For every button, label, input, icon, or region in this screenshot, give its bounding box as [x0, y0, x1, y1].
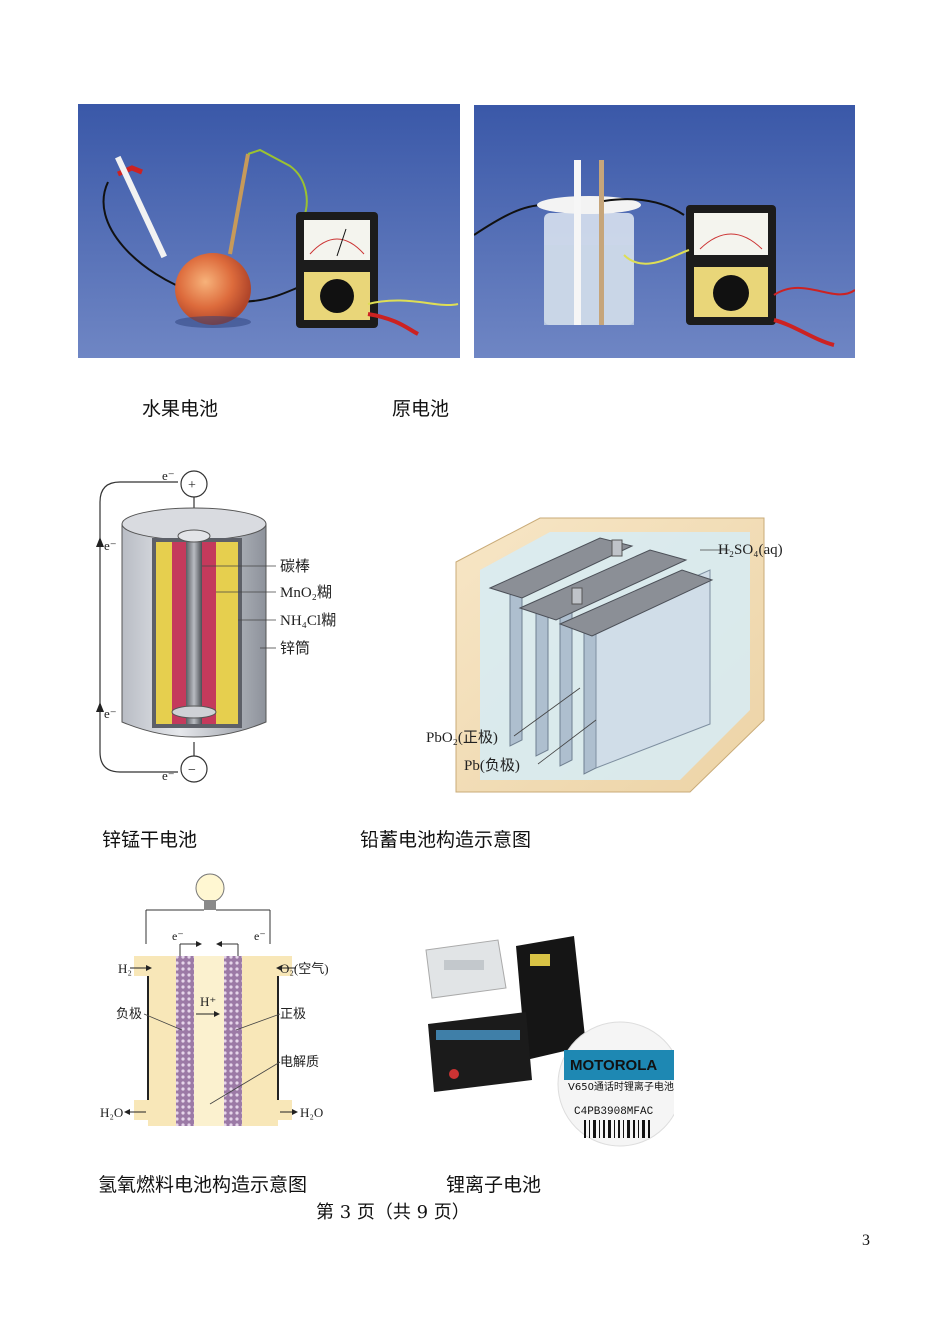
- caption-lithium-ion: 锂离子电池: [446, 1174, 542, 1196]
- o2-input-label: O₂(空气): [280, 961, 329, 976]
- page-number: 3: [862, 1232, 870, 1249]
- electrolyte-label: 电解质: [280, 1054, 319, 1069]
- electron-label-bottom: e⁻: [162, 768, 175, 783]
- electron-label-right: e⁻: [254, 929, 266, 943]
- mno2-paste-label: MnO₂糊: [280, 584, 332, 601]
- caption-lead-acid: 铅蓄电池构造示意图: [360, 829, 532, 851]
- motorola-brand-text: MOTOROLA: [570, 1057, 657, 1074]
- caption-zinc-manganese: 锌锰干电池: [102, 829, 198, 851]
- h2so4-label: H₂SO₄(aq): [718, 542, 783, 558]
- electron-label-top: e⁻: [162, 468, 175, 483]
- page-footer: 第 3 页（共 9 页）: [316, 1202, 470, 1223]
- caption-fuel-cell: 氢氧燃料电池构造示意图: [98, 1174, 308, 1196]
- electron-label-left: e⁻: [172, 929, 184, 943]
- positive-electrode-label: 正极: [280, 1006, 306, 1021]
- zinc-manganese-diagram: e⁻ + − e⁻ e⁻ e⁻ 碳棒 MnO₂糊 NH₄Cl糊 锌筒: [90, 462, 370, 792]
- proton-label: H⁺: [200, 994, 216, 1009]
- electron-label-upper-side: e⁻: [104, 538, 117, 553]
- pbo2-label: PbO₂(正极): [426, 729, 498, 746]
- zinc-can-label: 锌筒: [280, 640, 310, 657]
- nh4cl-paste-label: NH₄Cl糊: [280, 612, 336, 629]
- negative-electrode-label: 负极: [116, 1006, 142, 1021]
- water-output-left-label: H₂O: [100, 1105, 123, 1120]
- plus-terminal-label: +: [188, 478, 196, 493]
- h2-input-label: H₂: [118, 961, 132, 976]
- battery-code-text: C4PB3908MFAC: [574, 1106, 654, 1118]
- fuel-cell-diagram: e⁻ e⁻ H₂ O₂(空气) 负极 H⁺ 正极 电解质 H₂O H₂O: [96, 864, 356, 1134]
- caption-galvanic-cell: 原电池: [392, 398, 450, 420]
- pb-label: Pb(负极): [464, 757, 520, 774]
- carbon-rod-label: 碳棒: [280, 558, 310, 575]
- minus-terminal-label: −: [188, 763, 196, 778]
- caption-fruit-battery: 水果电池: [142, 398, 219, 420]
- galvanic-cell-photo: [474, 105, 855, 358]
- lead-acid-diagram: H₂SO₄(aq) PbO₂(正极) Pb(负极): [420, 510, 820, 800]
- lithium-ion-photo: MOTOROLA V650通话时锂离子电池 C4PB3908MFAC: [414, 934, 683, 1148]
- fruit-battery-photo: [78, 104, 460, 358]
- water-output-right-label: H₂O: [300, 1105, 323, 1120]
- electron-label-lower-side: e⁻: [104, 706, 117, 721]
- battery-model-text: V650通话时锂离子电池: [568, 1080, 674, 1093]
